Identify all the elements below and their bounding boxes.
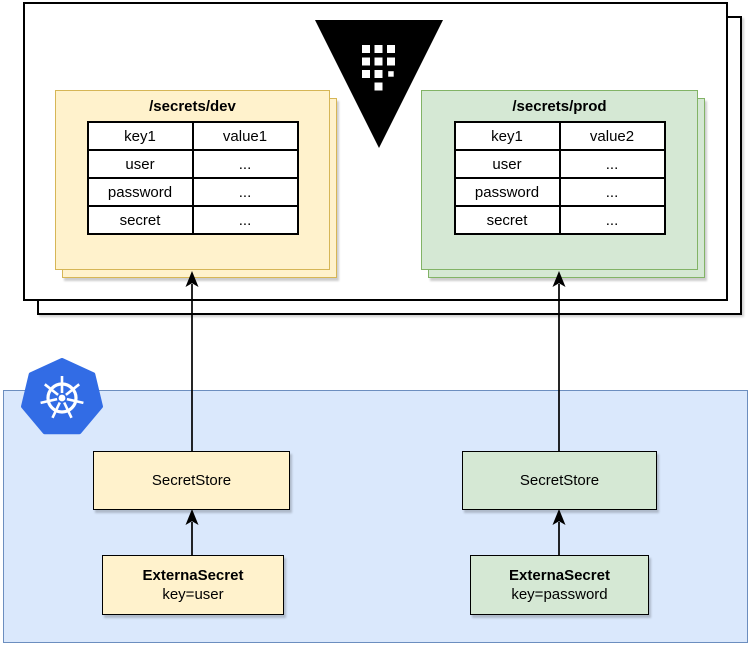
table-cell: key1 <box>453 121 561 151</box>
table-cell: ... <box>191 149 299 179</box>
secrets-prod-title: /secrets/prod <box>512 98 607 115</box>
table-cell: ... <box>558 177 666 207</box>
table-cell: ... <box>191 177 299 207</box>
external-secret-right-box: ExternaSecret key=password <box>470 555 649 615</box>
secrets-prod-table: key1 value2 user ... password ... secret… <box>453 121 666 235</box>
secret-store-right-box: SecretStore <box>462 451 657 510</box>
table-cell: ... <box>558 149 666 179</box>
table-cell: value2 <box>558 121 666 151</box>
table-cell: value1 <box>191 121 299 151</box>
table-row: secret ... <box>86 205 299 235</box>
secrets-dev-title: /secrets/dev <box>149 98 236 115</box>
table-row: key1 value1 <box>86 121 299 151</box>
table-row: password ... <box>453 177 666 207</box>
table-row: secret ... <box>453 205 666 235</box>
table-cell: secret <box>86 205 194 235</box>
table-cell: key1 <box>86 121 194 151</box>
kubernetes-logo-icon <box>21 358 103 435</box>
secrets-dev-panel: /secrets/dev key1 value1 user ... passwo… <box>55 90 330 270</box>
secrets-dev-table: key1 value1 user ... password ... secret… <box>86 121 299 235</box>
table-cell: password <box>453 177 561 207</box>
secret-store-left-box: SecretStore <box>93 451 290 510</box>
table-row: key1 value2 <box>453 121 666 151</box>
table-cell: user <box>86 149 194 179</box>
external-secret-left-label: ExternaSecret <box>142 567 244 584</box>
secret-store-left-label: SecretStore <box>151 472 232 489</box>
table-cell: password <box>86 177 194 207</box>
table-row: password ... <box>86 177 299 207</box>
table-cell: secret <box>453 205 561 235</box>
external-secret-right-key: key=password <box>511 586 608 603</box>
table-cell: ... <box>558 205 666 235</box>
external-secret-right-label: ExternaSecret <box>509 567 610 584</box>
table-cell: user <box>453 149 561 179</box>
table-cell: ... <box>191 205 299 235</box>
secrets-prod-panel: /secrets/prod key1 value2 user ... passw… <box>421 90 698 270</box>
table-row: user ... <box>453 149 666 179</box>
table-row: user ... <box>86 149 299 179</box>
vault-logo-icon <box>315 20 443 148</box>
external-secret-left-key: key=user <box>162 586 224 603</box>
secret-store-right-label: SecretStore <box>519 472 600 489</box>
external-secret-left-box: ExternaSecret key=user <box>102 555 284 615</box>
